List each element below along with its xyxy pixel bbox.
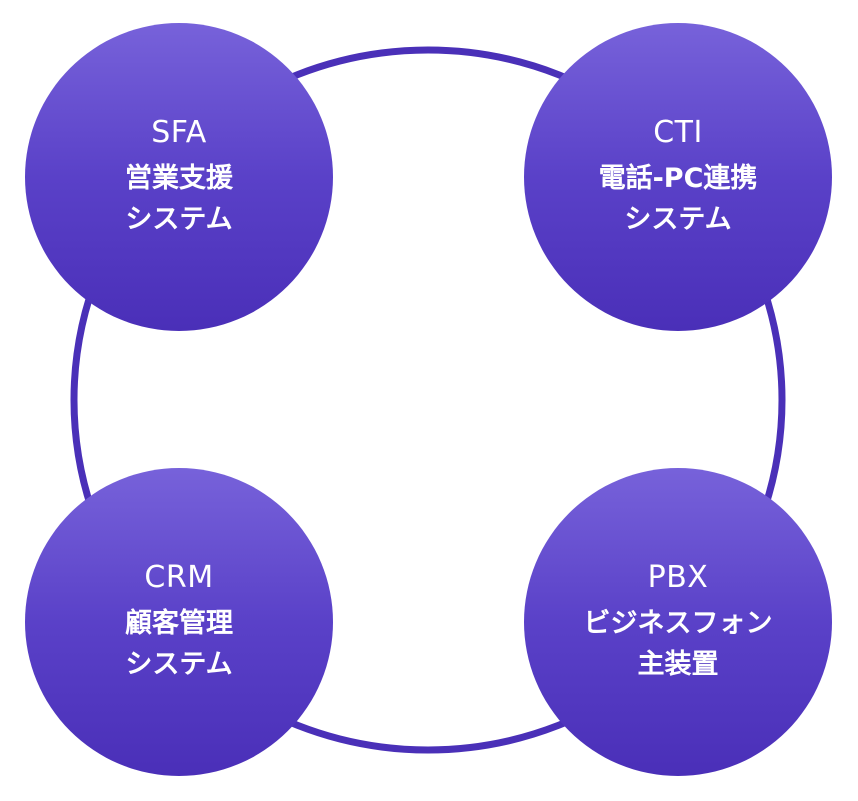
node-sfa: SFA 営業支援 システム (25, 23, 333, 331)
node-desc-line1: ビジネスフォン (583, 607, 773, 639)
node-abbr: PBX (647, 559, 709, 595)
node-desc-line2: システム (125, 648, 233, 680)
node-desc-line2: システム (125, 203, 233, 235)
node-crm: CRM 顧客管理 システム (25, 468, 333, 776)
node-cti: CTI 電話-PC連携 システム (524, 23, 832, 331)
node-desc-line2: システム (624, 203, 732, 235)
node-desc-line1: 営業支援 (125, 162, 233, 194)
node-pbx: PBX ビジネスフォン 主装置 (524, 468, 832, 776)
node-desc-line1: 顧客管理 (125, 607, 233, 639)
node-abbr: CRM (144, 559, 214, 595)
node-desc-line2: 主装置 (637, 648, 719, 680)
ring-path (70, 46, 786, 754)
node-desc-line1: 電話-PC連携 (598, 162, 758, 194)
node-abbr: SFA (151, 114, 207, 150)
node-abbr: CTI (653, 114, 703, 150)
